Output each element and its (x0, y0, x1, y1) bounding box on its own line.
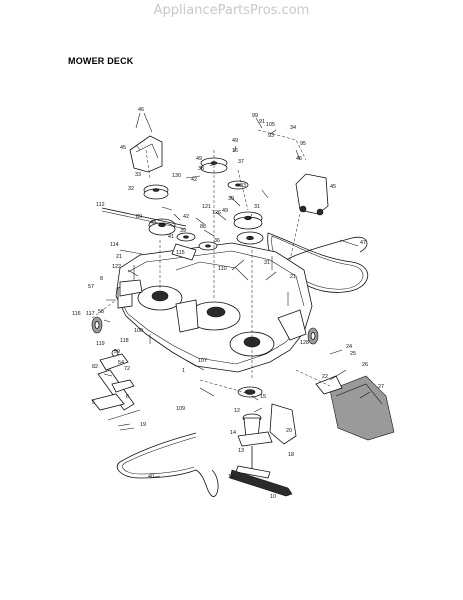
callout-130: 130 (172, 173, 181, 179)
callout-39: 39 (180, 228, 186, 234)
callout-11: 11 (228, 474, 234, 480)
belt-guard-right (295, 173, 329, 216)
idler-arm (119, 243, 197, 297)
anti-scalp-wheel-right (307, 327, 319, 345)
belt-guard-left (129, 135, 163, 173)
discharge-chute (315, 375, 395, 441)
callout-40: 40 (148, 474, 154, 480)
callout-15: 15 (260, 394, 266, 400)
callout-45: 45 (120, 145, 126, 151)
callout-122: 122 (112, 264, 121, 270)
callout-49: 49 (196, 156, 202, 162)
callout-20: 20 (286, 428, 292, 434)
callout-leaders (103, 112, 371, 479)
anti-scalp-wheel-left (91, 316, 103, 334)
drive-belt-40 (116, 432, 219, 497)
callout-37: 37 (238, 159, 244, 165)
idler-pulleys (176, 232, 218, 251)
callout-105: 105 (266, 122, 275, 128)
callout-42: 42 (183, 214, 189, 220)
callout-34: 34 (290, 125, 296, 131)
callout-117: 117 (86, 311, 95, 317)
callout-26: 26 (362, 362, 368, 368)
callout-118: 118 (120, 338, 129, 344)
callout-27: 27 (378, 384, 384, 390)
callout-114: 114 (110, 242, 119, 248)
callout-100: 100 (134, 328, 143, 334)
callout-88: 88 (200, 224, 206, 230)
callout-91: 91 (259, 119, 265, 125)
hardware-bolts (119, 189, 343, 431)
callout-72: 72 (124, 366, 130, 372)
callout-89: 89 (136, 214, 142, 220)
callout-14: 14 (230, 430, 236, 436)
callout-33: 33 (240, 183, 246, 189)
callout-119: 119 (96, 341, 105, 347)
callout-82: 82 (92, 364, 98, 370)
callout-31: 31 (254, 204, 260, 210)
callout-93: 93 (268, 133, 274, 139)
assembly-leader-lines (91, 129, 331, 395)
callout-31: 31 (264, 260, 270, 266)
callout-33: 33 (135, 172, 141, 178)
callout-labels: 46 45 99 91 105 93 34 95 49 16 37 49 130… (72, 107, 384, 500)
callout-112: 112 (96, 202, 105, 208)
spindle-pulley-right (227, 180, 264, 245)
callout-46: 46 (138, 107, 144, 113)
callout-21: 21 (290, 274, 296, 280)
callout-128: 128 (300, 340, 309, 346)
spindle-pulley-left (143, 184, 176, 236)
callout-10: 10 (270, 494, 276, 500)
callout-49: 49 (232, 138, 238, 144)
callout-57: 57 (88, 284, 94, 290)
callout-42: 42 (191, 177, 197, 183)
callout-95: 95 (300, 141, 306, 147)
callout-30: 30 (228, 196, 234, 202)
callout-1: 1 (182, 368, 185, 374)
callout-58: 58 (98, 309, 104, 315)
front-link-rod (101, 207, 187, 230)
callout-107: 107 (198, 358, 207, 364)
callout-12: 12 (234, 408, 240, 414)
diagram-title: MOWER DECK (68, 56, 134, 66)
callout-116: 116 (72, 311, 81, 317)
front-lift-linkage (91, 349, 141, 421)
callout-99: 99 (252, 113, 258, 119)
callout-5: 5 (92, 400, 95, 406)
callout-38: 38 (198, 166, 204, 172)
spindle-housing-assembly (229, 386, 297, 497)
mower-deck-housing (115, 242, 313, 373)
callout-59: 59 (114, 349, 120, 355)
callout-45: 45 (330, 184, 336, 190)
callout-41: 41 (168, 234, 174, 240)
callout-49: 49 (222, 208, 228, 214)
callout-8: 8 (100, 276, 103, 282)
callout-110: 110 (218, 266, 227, 272)
callout-22: 22 (322, 374, 328, 380)
callout-47: 47 (360, 240, 366, 246)
callout-13: 13 (238, 448, 244, 454)
callout-115: 115 (176, 250, 185, 256)
callout-36: 36 (214, 238, 220, 244)
callout-24: 24 (346, 344, 352, 350)
callout-126: 126 (212, 210, 221, 216)
callout-19: 19 (140, 422, 146, 428)
callout-21: 21 (116, 254, 122, 260)
watermark: AppliancePartsPros.com (153, 3, 310, 18)
callout-6: 6 (126, 394, 129, 400)
callout-109: 109 (176, 406, 185, 412)
callout-16: 16 (232, 148, 238, 154)
callout-25: 25 (350, 351, 356, 357)
callout-121: 121 (202, 204, 211, 210)
callout-18: 18 (288, 452, 294, 458)
callout-54: 54 (118, 360, 124, 366)
callout-32: 32 (128, 186, 134, 192)
callout-46: 46 (296, 156, 302, 162)
callout-43: 43 (150, 220, 156, 226)
